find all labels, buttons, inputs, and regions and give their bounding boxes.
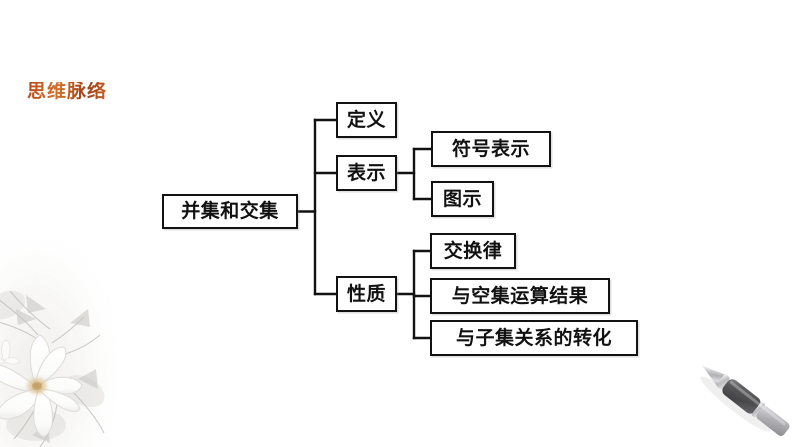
node-subset-conversion-label: 与子集关系的转化	[455, 327, 612, 349]
node-empty-set-result-label: 与空集运算结果	[451, 285, 589, 307]
page-title: 思维脉络	[27, 81, 108, 102]
node-empty-set-result[interactable]: 与空集运算结果	[430, 278, 610, 314]
node-commutative-law[interactable]: 交换律	[430, 233, 516, 269]
node-diagram-expression-label: 图示	[442, 188, 482, 210]
node-definition[interactable]: 定义	[336, 102, 397, 138]
node-expression-label: 表示	[346, 162, 386, 184]
node-definition-label: 定义	[346, 109, 386, 131]
node-commutative-law-label: 交换律	[443, 240, 503, 262]
node-root[interactable]: 并集和交集	[162, 194, 298, 229]
node-subset-conversion[interactable]: 与子集关系的转化	[430, 320, 638, 356]
node-root-label: 并集和交集	[181, 201, 279, 222]
node-properties-label: 性质	[346, 283, 386, 305]
node-properties[interactable]: 性质	[336, 276, 397, 312]
node-diagram-expression[interactable]: 图示	[431, 181, 494, 217]
node-symbolic-expression[interactable]: 符号表示	[431, 131, 551, 167]
node-expression[interactable]: 表示	[336, 155, 397, 191]
node-symbolic-expression-label: 符号表示	[451, 138, 530, 160]
